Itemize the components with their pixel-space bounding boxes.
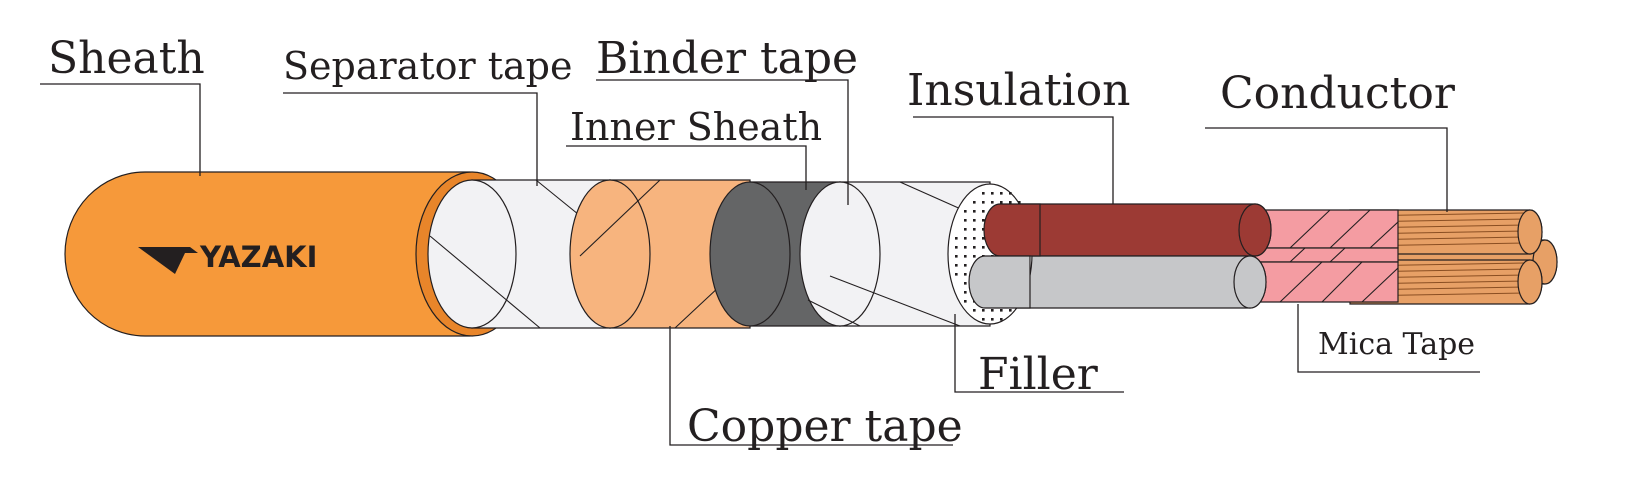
label-copper-tape: Copper tape [687,401,963,452]
label-filler: Filler [978,349,1099,400]
filler-dot [964,210,967,213]
filler-dot [955,273,958,276]
filler-dot [982,246,985,249]
leader-sheath [40,83,201,176]
filler-dot [982,219,985,222]
leader-filler [954,314,1124,393]
label-binder-tape: Binder tape [596,33,858,84]
filler-dot [964,273,967,276]
filler-dot [1009,309,1012,312]
filler-dot [955,264,958,267]
filler-dot [1000,309,1003,312]
filler-dot [1009,201,1012,204]
filler-dot [964,237,967,240]
insulation-gray-core [968,255,1267,309]
filler-dot [973,219,976,222]
filler-dot [964,300,967,303]
filler-dot [982,237,985,240]
filler-dot [1000,201,1003,204]
filler-dot [982,192,985,195]
filler-dot [973,201,976,204]
filler-dot [973,309,976,312]
filler-dot [964,291,967,294]
label-insulation: Insulation [907,65,1131,116]
filler-dot [973,237,976,240]
mica-tape-middle [1254,247,1399,263]
leader-insulation [913,116,1114,204]
leader-separator-tape [283,92,538,186]
filler-dot [955,237,958,240]
filler-dot [973,246,976,249]
filler-dot [982,228,985,231]
label-inner-sheath: Inner Sheath [570,105,822,149]
filler-dot [964,228,967,231]
filler-dot [982,201,985,204]
leader-lines [40,79,1480,446]
filler-dot [973,210,976,213]
yazaki-wing-logo-icon [138,247,198,274]
leader-mica-tape [1297,304,1480,373]
leader-binder-tape [596,79,849,205]
filler-dot [991,192,994,195]
insulation-red-core [983,203,1272,257]
filler-dot [1018,201,1021,204]
filler-dot [973,255,976,258]
filler-dot [1009,192,1012,195]
insulation-red-core-front [983,203,1041,257]
filler-dot [991,201,994,204]
mica-tape-bottom [1254,261,1399,303]
filler-dot [973,228,976,231]
label-conductor: Conductor [1220,68,1456,119]
leader-conductor [1205,127,1448,212]
filler-dot [964,255,967,258]
label-mica-tape: Mica Tape [1318,327,1475,362]
label-sheath: Sheath [48,33,205,84]
filler-dot [991,309,994,312]
filler-dot [955,246,958,249]
filler-dot [982,210,985,213]
leader-copper-tape [669,326,953,446]
filler-dot [955,255,958,258]
filler-dot [1000,318,1003,321]
filler-dot [1000,192,1003,195]
brand-name: YAZAKI [199,240,317,274]
filler-dot [964,246,967,249]
binder-tape [799,181,991,327]
filler-dot [982,309,985,312]
filler-dot [964,282,967,285]
label-separator-tape: Separator tape [283,44,572,88]
filler-dot [982,318,985,321]
brand-logo: YAZAKI [138,240,317,274]
filler-dot [964,219,967,222]
insulation-gray-core-front [968,255,1031,309]
filler-dot [964,264,967,267]
filler-dot [991,318,994,321]
leader-inner-sheath [566,145,807,190]
mica-tape-top [1254,209,1399,249]
